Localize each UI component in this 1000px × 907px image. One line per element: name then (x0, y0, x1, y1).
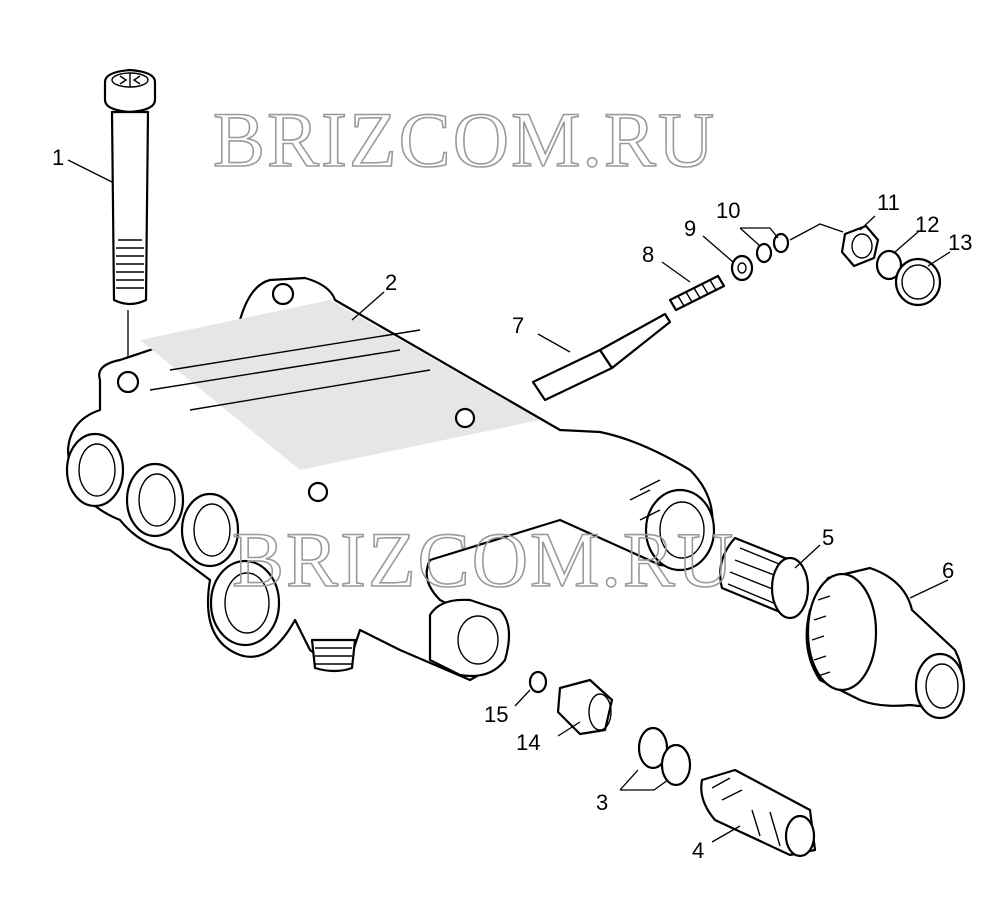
callout-1: 1 (52, 145, 64, 170)
callout-15: 15 (484, 702, 508, 727)
leader-lines (67, 159, 951, 843)
callout-10: 10 (716, 198, 740, 223)
callout-14: 14 (516, 730, 540, 755)
callout-13: 13 (948, 230, 972, 255)
part-6-connector (805, 566, 966, 720)
callout-7: 7 (512, 313, 524, 338)
part-14-insert (556, 678, 614, 736)
part-4-nozzle (700, 768, 817, 858)
callout-12: 12 (915, 212, 939, 237)
part-1-bolt (103, 68, 157, 370)
callout-9: 9 (684, 216, 696, 241)
part-12-ring (875, 249, 903, 281)
part-9-washer (730, 254, 754, 282)
callout-5: 5 (822, 525, 834, 550)
part-13-disc (894, 257, 942, 307)
part-15-oring (528, 670, 548, 694)
part-11-plug (840, 224, 880, 268)
watermark-top: BRIZCOM.RU (213, 96, 716, 183)
callout-4: 4 (692, 838, 704, 863)
part-3-orings (637, 726, 692, 787)
part-7-rod (531, 312, 672, 402)
part-5-strainer (719, 536, 810, 620)
part-2-manifold (65, 276, 716, 682)
part-8-spring (668, 274, 726, 312)
callout-6: 6 (942, 558, 954, 583)
part-10-orings (755, 232, 790, 264)
callout-3: 3 (596, 790, 608, 815)
callout-8: 8 (642, 242, 654, 267)
callout-11: 11 (877, 190, 900, 215)
callout-2: 2 (385, 270, 397, 295)
watermark-middle: BRIZCOM.RU (232, 516, 735, 603)
